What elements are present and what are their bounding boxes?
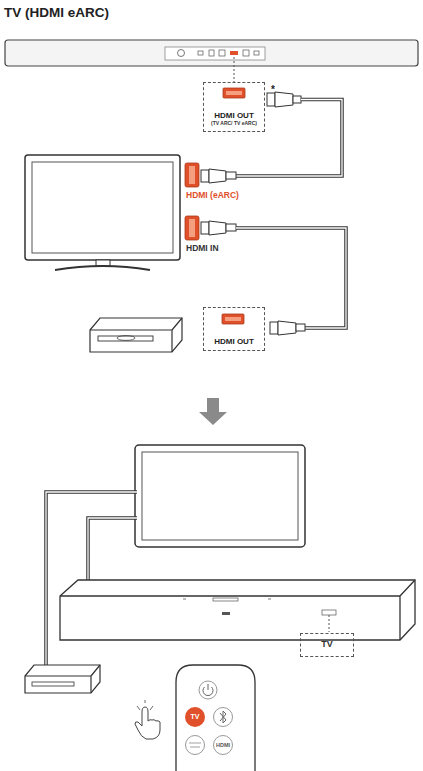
node-text: HDMI OUT [214,337,254,346]
node-text: TV [321,639,333,649]
footnote-mark: * [271,84,275,95]
node-text: HDMI [216,742,230,748]
port-label: HDMI IN [186,243,219,253]
port-label: HDMI (eARC) [186,190,239,200]
remote-button: TV [185,707,205,727]
display-callout-box: TV [300,633,354,657]
remote-button: HDMI [213,735,233,755]
node-text: TV [191,713,200,721]
title: TV (HDMI eARC) [4,5,109,20]
node-text: (TV ARC/ TV eARC) [211,121,257,127]
node-text: HDMI OUT [214,111,254,120]
port-callout-box: HDMI OUT(TV ARC/ TV eARC) [203,82,265,132]
port-callout-box: HDMI OUT [203,307,265,351]
